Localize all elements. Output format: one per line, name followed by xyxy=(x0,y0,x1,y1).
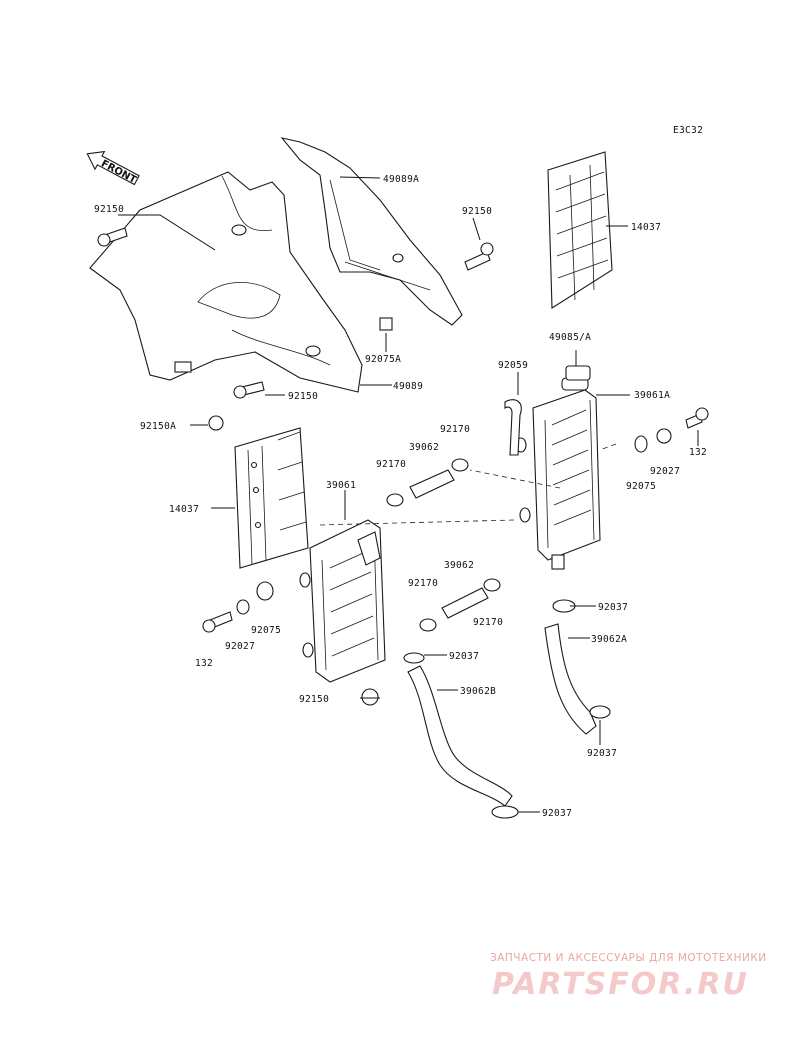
hose-39062-upper xyxy=(409,469,455,499)
diagram-code: E3C32 xyxy=(673,125,703,136)
radiator-louver-left xyxy=(234,427,309,569)
callout-39061A: 39061A xyxy=(634,390,670,401)
callout-132-left: 132 xyxy=(195,658,213,669)
assembly-lines xyxy=(319,443,617,526)
radiator-left xyxy=(299,519,386,683)
callout-14037-right: 14037 xyxy=(631,222,661,233)
callout-39061: 39061 xyxy=(326,480,356,491)
callout-39062A: 39062A xyxy=(591,634,627,645)
radiator-louver-right xyxy=(547,151,613,309)
callout-14037-left: 14037 xyxy=(169,504,199,515)
leader-lines xyxy=(118,176,699,813)
front-arrow-icon: FRONT xyxy=(86,150,140,186)
callout-92059: 92059 xyxy=(498,360,528,371)
callout-92027-left: 92027 xyxy=(225,641,255,652)
watermark-logo: PARTSFOR.RU xyxy=(492,967,749,1002)
hose-clamps xyxy=(386,458,611,819)
callout-92037-a: 92037 xyxy=(598,602,628,613)
callout-92150-mid: 92150 xyxy=(288,391,318,402)
callout-39062-b: 39062 xyxy=(444,560,474,571)
watermark-caption: ЗАПЧАСТИ И АКСЕССУАРЫ ДЛЯ МОТОТЕХНИКИ xyxy=(490,952,767,964)
radiator-shroud-right xyxy=(280,137,463,326)
radiator-right xyxy=(515,377,601,570)
watermark: ЗАПЧАСТИ И АКСЕССУАРЫ ДЛЯ МОТОТЕХНИКИ PA… xyxy=(490,952,767,1002)
callout-39062B: 39062B xyxy=(460,686,496,697)
callout-92150-bottom: 92150 xyxy=(299,694,329,705)
callout-49089: 49089 xyxy=(393,381,423,392)
callout-92150-top-left: 92150 xyxy=(94,204,124,215)
callout-92027-right: 92027 xyxy=(650,466,680,477)
callout-49085A: 49085/A xyxy=(549,332,591,343)
callout-92037-c: 92037 xyxy=(587,748,617,759)
callout-92037-b: 92037 xyxy=(449,651,479,662)
callout-92170-b: 92170 xyxy=(376,459,406,470)
callout-92075A: 92075A xyxy=(365,354,401,365)
callout-92037-d: 92037 xyxy=(542,808,572,819)
callout-92075-right: 92075 xyxy=(626,481,656,492)
callout-92150-top-right: 92150 xyxy=(462,206,492,217)
hose-39062A xyxy=(544,623,597,735)
callout-92170-d: 92170 xyxy=(473,617,503,628)
grommets-and-collars xyxy=(236,317,672,615)
callout-92170-a: 92170 xyxy=(440,424,470,435)
part-callouts: 49089A 92150 92150 14037 92075A 49085/A … xyxy=(94,174,707,819)
callout-132-right: 132 xyxy=(689,447,707,458)
hose-92059 xyxy=(504,399,522,456)
radiator-shroud-left xyxy=(89,171,363,393)
callout-49089A: 49089A xyxy=(383,174,419,185)
callout-92170-c: 92170 xyxy=(408,578,438,589)
callout-92150A: 92150A xyxy=(140,421,176,432)
hose-39062-lower xyxy=(441,587,489,619)
callout-92075-left: 92075 xyxy=(251,625,281,636)
front-label: FRONT xyxy=(99,158,138,186)
callout-39062-a: 39062 xyxy=(409,442,439,453)
bolts xyxy=(97,227,709,706)
